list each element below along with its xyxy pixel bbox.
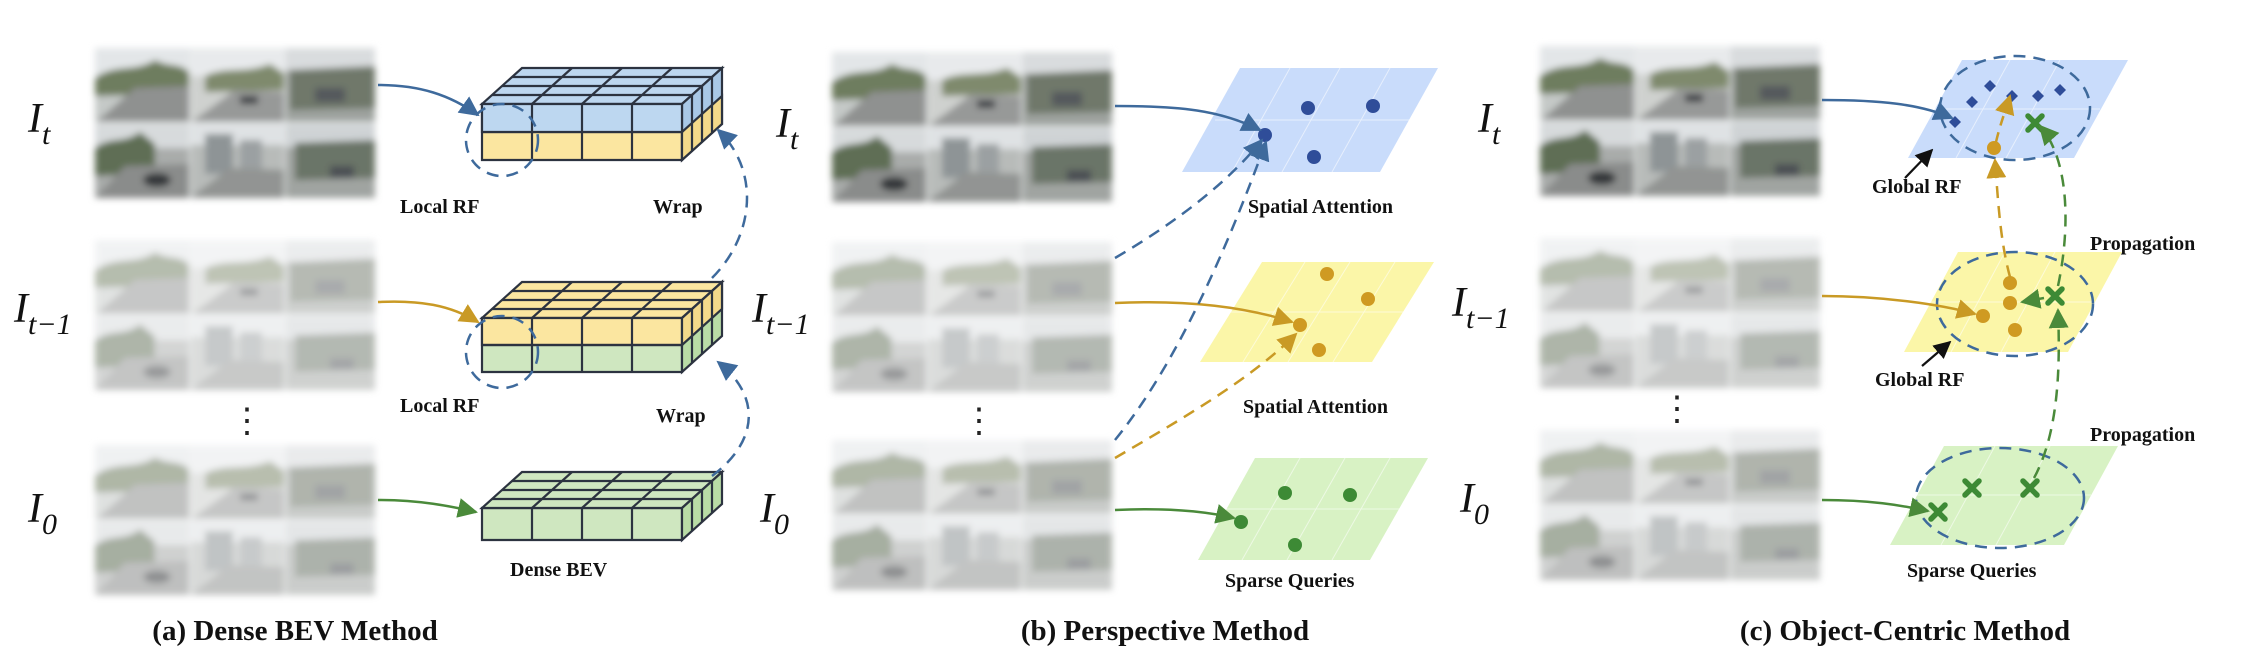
panel-a-frame-label-t-minus-1: It−1	[13, 286, 72, 341]
panel-c-camera-image-0	[1539, 429, 1821, 581]
panel-c-frame-label-t: It	[1477, 96, 1501, 151]
panel-b-points-0	[1234, 486, 1357, 552]
bev-cube-middle	[479, 279, 725, 375]
panel-c-diamonds-t	[1949, 80, 2066, 128]
panel-b-frame-label-t-minus-1: It−1	[751, 286, 810, 341]
panel-a-arrow-0	[377, 498, 478, 518]
panel-c-arrow-0	[1821, 497, 1930, 518]
panel-b-camera-image-0	[831, 439, 1113, 591]
propagation-arrow-green-inner	[2020, 288, 2045, 309]
panel-c-frame-label-0: I0	[1459, 476, 1489, 531]
local-rf-circle-middle	[464, 314, 540, 390]
sparse-query-ellipse-bottom	[1914, 446, 2086, 550]
panel-a-ellipsis: ⋮	[230, 403, 264, 440]
bev-cube-top	[479, 65, 725, 163]
global-rf-ellipse-middle	[1935, 250, 2095, 358]
local-rf-circle-top	[464, 102, 540, 178]
label-dense-bev: Dense BEV	[510, 559, 608, 581]
panel-b-dashed-arrow-t-minus-1-to-t	[1114, 138, 1264, 260]
panel-a-frame-label-0: I0	[27, 486, 57, 541]
label-propagation-top: Propagation	[2090, 233, 2195, 255]
panel-b-frame-label-t: It	[775, 101, 799, 156]
panel-c-caption: (c) Object-Centric Method	[1740, 615, 2070, 647]
label-local-rf-top: Local RF	[400, 196, 479, 218]
panel-b-arrow-t-minus-1	[1114, 300, 1294, 326]
panel-c-camera-image-t	[1539, 45, 1821, 197]
panel-c-camera-image-t-minus-1	[1539, 237, 1821, 389]
panel-c-object-centric: It It−1 I0 ⋮	[1451, 45, 2195, 647]
propagation-arrow-green-top	[2038, 124, 2067, 287]
label-local-rf-middle: Local RF	[400, 395, 479, 417]
panel-b-caption: (b) Perspective Method	[1021, 615, 1309, 647]
panel-a-arrow-t-minus-1	[377, 300, 480, 324]
panel-b-frame-label-0: I0	[759, 486, 789, 541]
panel-a-arrow-t	[377, 83, 480, 117]
label-sparse-queries-b: Sparse Queries	[1225, 570, 1355, 592]
label-propagation-bottom: Propagation	[2090, 424, 2195, 446]
wrap-arrow-bottom	[711, 360, 750, 477]
label-global-rf-top: Global RF	[1872, 176, 1961, 198]
panel-b-perspective: It It−1 I0 ⋮	[751, 51, 1438, 647]
panel-b-camera-image-t	[831, 51, 1113, 203]
label-spatial-attention-middle: Spatial Attention	[1243, 396, 1388, 418]
bev-cube-bottom	[479, 469, 725, 543]
panel-a-camera-image-t	[94, 47, 376, 199]
panel-a-camera-image-0	[94, 444, 376, 596]
propagation-arrow-yellow	[1986, 158, 2012, 278]
panel-b-dashed-arrow-0-to-t	[1114, 140, 1270, 441]
panel-c-query-dot-t	[1987, 141, 2001, 155]
propagation-arrow-yellow-inner	[1994, 94, 2015, 143]
panel-a-camera-image-t-minus-1	[94, 239, 376, 391]
global-rf-pointer-middle	[1921, 340, 1952, 367]
panel-b-arrow-0	[1114, 504, 1236, 524]
propagation-arrow-green-bottom	[2032, 308, 2069, 479]
panel-c-points-t-minus-1	[1976, 276, 2022, 337]
panel-b-arrow-t	[1114, 104, 1262, 132]
panel-b-points-t-minus-1	[1293, 267, 1375, 357]
panel-b-camera-image-t-minus-1	[831, 241, 1113, 393]
panel-a-frame-label-t: It	[27, 96, 51, 151]
panel-c-arrow-t-minus-1	[1821, 294, 1977, 319]
panel-c-ellipsis: ⋮	[1660, 391, 1694, 428]
label-spatial-attention-top: Spatial Attention	[1248, 196, 1393, 218]
label-sparse-queries-c: Sparse Queries	[1907, 560, 2037, 582]
panel-b-ellipsis: ⋮	[962, 403, 996, 440]
label-wrap-bottom: Wrap	[656, 405, 706, 427]
label-wrap-top: Wrap	[653, 196, 703, 218]
label-global-rf-middle: Global RF	[1875, 369, 1964, 391]
panel-c-arrow-t	[1821, 98, 1954, 120]
panel-b-dashed-arrow-0-to-t-minus-1	[1114, 332, 1298, 460]
global-rf-pointer-top	[1904, 148, 1934, 179]
panel-a-dense-bev: It It−1 I0 ⋮	[13, 47, 750, 647]
panel-c-frame-label-t-minus-1: It−1	[1451, 280, 1510, 335]
wrap-arrow-top	[711, 128, 749, 279]
panel-a-caption: (a) Dense BEV Method	[152, 615, 437, 647]
